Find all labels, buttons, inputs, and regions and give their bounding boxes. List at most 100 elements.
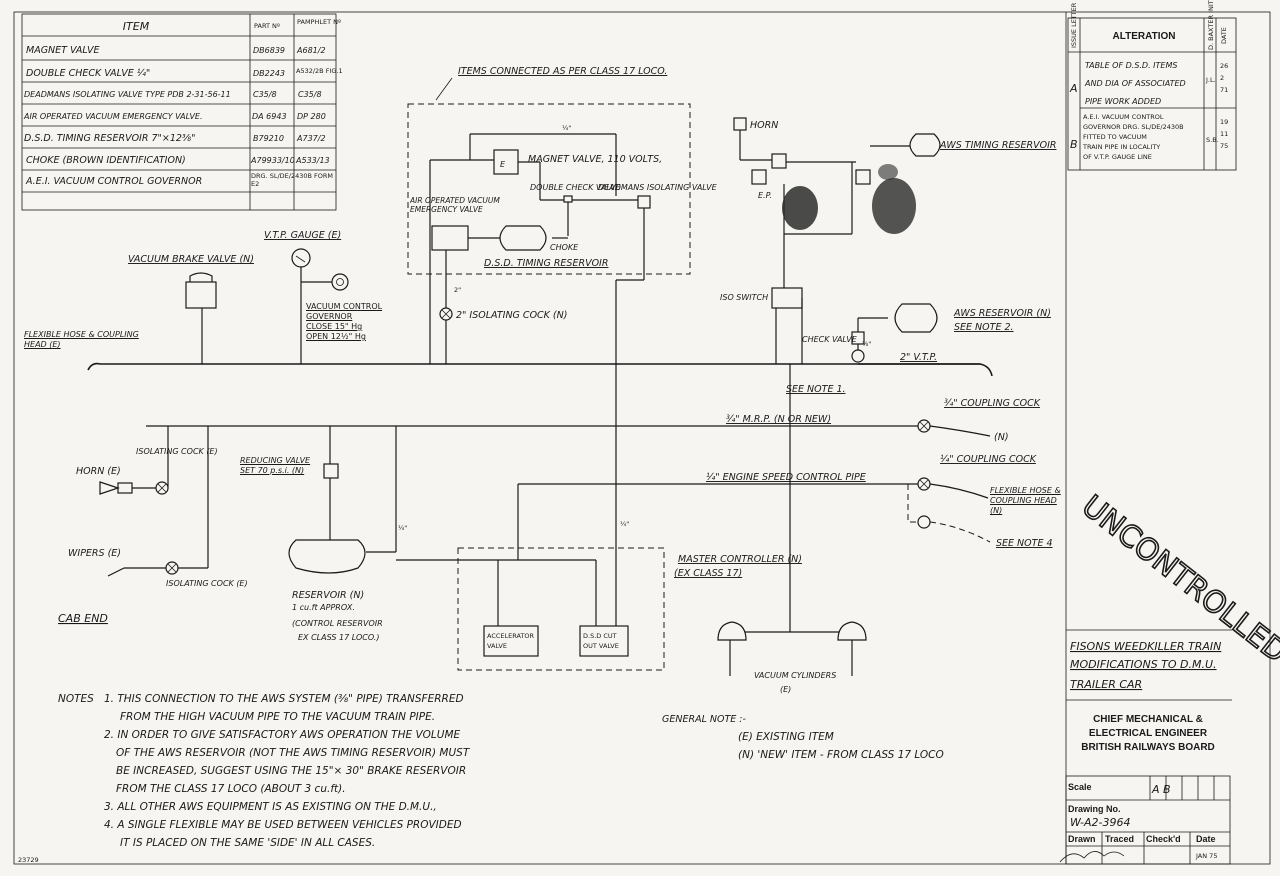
horn-e-label: HORN (E): [76, 466, 121, 477]
accelerator-label: ACCELERATOR: [487, 632, 535, 640]
alteration-date-part: 26: [1220, 62, 1228, 70]
items-row-item: AIR OPERATED VACUUM EMERGENCY VALVE.: [23, 112, 203, 121]
notes-heading: NOTES: [58, 693, 94, 705]
items-header-pamphlet: PAMPHLET Nº: [297, 18, 341, 26]
vacuum-brake-valve: [185, 281, 217, 309]
alteration-date-part: 75: [1220, 142, 1228, 150]
note-line: 4. A SINGLE FLEXIBLE MAY BE USED BETWEEN…: [104, 819, 462, 831]
note-4-hose: [929, 521, 991, 543]
drawing-no-value: W-A2-3964: [1070, 816, 1130, 829]
items-header-item: ITEM: [123, 20, 150, 33]
pipe-size-label: 2": [454, 286, 461, 294]
items-row-part: DB6839: [253, 46, 285, 55]
pipe-size-label: ⅜": [862, 340, 871, 348]
see-note-4-label: SEE NOTE 4: [996, 538, 1053, 549]
dsd-cut-out-label: OUT VALVE: [583, 642, 619, 650]
isolating-cock-n-label: 2" ISOLATING COCK (N): [456, 310, 567, 321]
title-block: FISONS WEEDKILLER TRAIN MODIFICATIONS TO…: [1059, 629, 1232, 865]
note-line: FROM THE CLASS 17 LOCO (ABOUT 3 cu.ft).: [116, 783, 346, 795]
items-row-part: C35/8: [253, 90, 277, 99]
general-note-heading: GENERAL NOTE :-: [662, 714, 746, 725]
vacuum-train-pipe: [87, 362, 993, 377]
date-label: Date: [1196, 834, 1216, 844]
horn-icon: [99, 481, 120, 495]
governor-inner: [336, 278, 344, 286]
items-row-item: DOUBLE CHECK VALVE ¼": [26, 68, 150, 79]
cock-cross: [919, 421, 929, 431]
items-table: ITEM PART Nº PAMPHLET Nº MAGNET VALVE DB…: [21, 13, 343, 211]
vtp-gauge-icon: [291, 248, 311, 268]
magnet-valve-symbol: E: [500, 160, 506, 169]
drawing-title-line: MODIFICATIONS TO D.M.U.: [1070, 658, 1217, 671]
alteration-letter: A: [1069, 82, 1078, 95]
reducing-valve: [323, 463, 339, 479]
control-reservoir: [288, 539, 366, 574]
isolating-cock-e2-label: ISOLATING COCK (E): [166, 579, 248, 588]
deadmans-isolating-valve: [637, 195, 651, 209]
authority-line: ELECTRICAL ENGINEER: [1089, 728, 1208, 739]
checked-label: Check'd: [1146, 834, 1181, 844]
vacuum-brake-valve-label: VACUUM BRAKE VALVE (N): [128, 254, 254, 265]
aws-valve: [771, 153, 787, 169]
wiper-arrow-icon: [107, 567, 125, 577]
horn-aws-icon: [733, 117, 747, 131]
items-row-pamphlet: A681/2: [296, 46, 326, 55]
note-1-fitting: [851, 349, 865, 363]
accelerator-valve: [483, 625, 539, 657]
scale-marks: A B: [1151, 783, 1171, 796]
note-4-branch: [907, 484, 920, 523]
see-note-1-label: SEE NOTE 1.: [786, 384, 846, 395]
class-17-items-group: [407, 103, 691, 275]
general-note-e: (E) EXISTING ITEM: [738, 731, 834, 743]
alteration-date-part: 11: [1220, 130, 1228, 138]
items-row-item: MAGNET VALVE: [26, 45, 99, 56]
alteration-letter: B: [1070, 138, 1078, 151]
scale-label: Scale: [1068, 782, 1092, 792]
gauge-needle: [295, 255, 306, 263]
ink-stain: [878, 164, 898, 180]
magnet-valve: [493, 149, 519, 175]
dsd-cut-out-label: D.S.D CUT: [583, 632, 617, 640]
pipe-size-label: ¼": [398, 524, 407, 532]
drawing-title-line: TRAILER CAR: [1070, 678, 1142, 691]
items-row-part: DA 6943: [252, 112, 287, 121]
vacuum-cylinders-label: (E): [780, 685, 791, 694]
cock-cross: [157, 483, 167, 493]
flexible-hose-left-label: FLEXIBLE HOSE & COUPLING HEAD (E): [24, 330, 139, 349]
vtp-gauge-label: V.T.P. GAUGE (E): [264, 230, 341, 241]
isolating-cock-e-label: ISOLATING COCK (E): [136, 447, 218, 456]
governor-icon: [331, 273, 349, 291]
alteration-col-issue: ISSUE LETTER: [1070, 2, 1078, 48]
choke-label: CHOKE: [550, 243, 579, 252]
vcg-open: OPEN 12½" Hg: [306, 332, 366, 341]
vcg-box: VACUUM CONTROL GOVERNOR CLOSE 15" Hg OPE…: [306, 302, 394, 342]
leader-line: [435, 77, 453, 101]
note-line: 3. ALL OTHER AWS EQUIPMENT IS AS EXISTIN…: [104, 801, 437, 813]
authority-line: BRITISH RAILWAYS BOARD: [1081, 742, 1215, 753]
note-line: FROM THE HIGH VACUUM PIPE TO THE VACUUM …: [120, 711, 435, 723]
alteration-text-line: A.E.I. VACUUM CONTROL: [1083, 113, 1164, 121]
alteration-table: ALTERATION ISSUE LETTER D. BAXTER INITIA…: [1067, 0, 1237, 171]
pipe-size-label: ¼": [562, 124, 571, 132]
check-valve-label: CHECK VALVE: [802, 335, 858, 344]
note-line: BE INCREASED, SUGGEST USING THE 15"× 30"…: [116, 765, 466, 777]
alteration-date-part: 2: [1220, 74, 1224, 82]
mrp-n-label: (N): [994, 432, 1009, 443]
reservoir-label: RESERVOIR (N): [292, 590, 364, 601]
wipers-label: WIPERS (E): [68, 548, 121, 559]
vcg-close: CLOSE 15" Hg: [306, 322, 363, 331]
ink-stain: [872, 178, 916, 234]
horn-valve: [117, 482, 133, 494]
general-note-n: (N) 'NEW' ITEM - FROM CLASS 17 LOCO: [738, 749, 944, 761]
aws-timing-label: AWS TIMING RESERVOIR: [939, 140, 1056, 151]
drawn-label: Drawn: [1068, 834, 1096, 844]
iso-switch-label: ISO SWITCH: [720, 293, 768, 302]
iso-switch: [771, 287, 803, 309]
alteration-text-line: FITTED TO VACUUM: [1083, 133, 1147, 141]
aws-reservoir: [894, 303, 938, 333]
double-check-label: DOUBLE CHECK VALVE: [530, 183, 622, 192]
note-line: OF THE AWS RESERVOIR (NOT THE AWS TIMING…: [116, 747, 471, 759]
dsd-cut-out-valve: [579, 625, 629, 657]
items-row-part: DRG. SL/DE/2430B FORM E2: [251, 172, 333, 188]
